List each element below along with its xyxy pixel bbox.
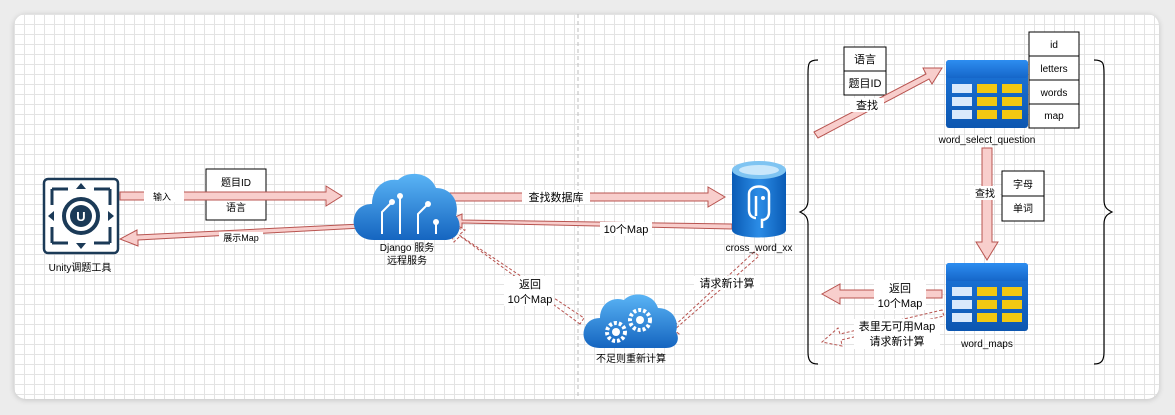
column-0: id [1050,40,1058,51]
unity-icon: U [42,177,120,255]
edge-no-map-2: 请求新计算 [870,334,925,348]
search-param-1: 单词 [1013,203,1033,215]
lookup-params-box: 语言 题目ID [843,46,887,96]
word-select-label: word_select_question [938,135,1036,146]
edge-query-db-label: 查找数据库 [529,190,584,204]
diagram-canvas: U Unity调题工具 题目ID 语言 输入 展示Map 查找数据库 10个Ma… [14,14,1159,399]
input-param-1: 语言 [226,201,246,214]
worker-label: 不足则重新计算 [596,352,666,365]
django-label-1: Django 服务 [380,241,434,254]
column-3: map [1044,111,1064,122]
edge-find2-label: 查找 [975,187,995,200]
edge-request-label: 请求新计算 [700,276,755,290]
left-bracket [798,59,819,365]
right-bracket [1093,59,1114,365]
django-cloud-icon [353,173,460,240]
unity-label: Unity调题工具 [49,262,112,274]
arrow-return-db [444,213,733,230]
edge-find-label: 查找 [856,98,878,112]
table-icon-maps [946,263,1028,331]
edge-maps-return-1: 返回 [889,282,911,295]
arrow-find-maps [975,147,999,261]
edge-show-map-label: 展示Map [223,233,259,243]
gear-cloud-icon [583,294,678,348]
django-label-2: 远程服务 [387,254,427,267]
table-icon-select [946,60,1028,128]
svg-text:U: U [76,209,85,224]
diagram-svg: U Unity调题工具 题目ID 语言 输入 展示Map 查找数据库 10个Ma… [42,14,1114,399]
edge-no-map-1: 表里无可用Map [859,319,935,333]
lookup-param-0: 语言 [854,53,876,66]
search-param-0: 字母 [1013,178,1033,191]
edge-input-label: 输入 [153,191,171,202]
edge-return-label-2: 10个Map [508,293,553,306]
database-icon [732,161,786,238]
db-label: cross_word_xx [726,243,793,254]
edge-maps-return-2: 10个Map [878,297,923,310]
column-2: words [1040,88,1068,99]
arrow-return-dashed [447,225,585,325]
edge-return-db-label: 10个Map [604,223,649,236]
columns-box: id letters words map [1028,31,1080,129]
search-params-box: 字母 单词 [1001,170,1045,222]
column-1: letters [1040,64,1067,75]
input-param-0: 题目ID [221,177,251,189]
edge-return-label-1: 返回 [519,278,541,291]
lookup-param-1: 题目ID [849,77,882,90]
word-maps-label: word_maps [960,339,1013,350]
arrow-show-map [118,223,363,247]
